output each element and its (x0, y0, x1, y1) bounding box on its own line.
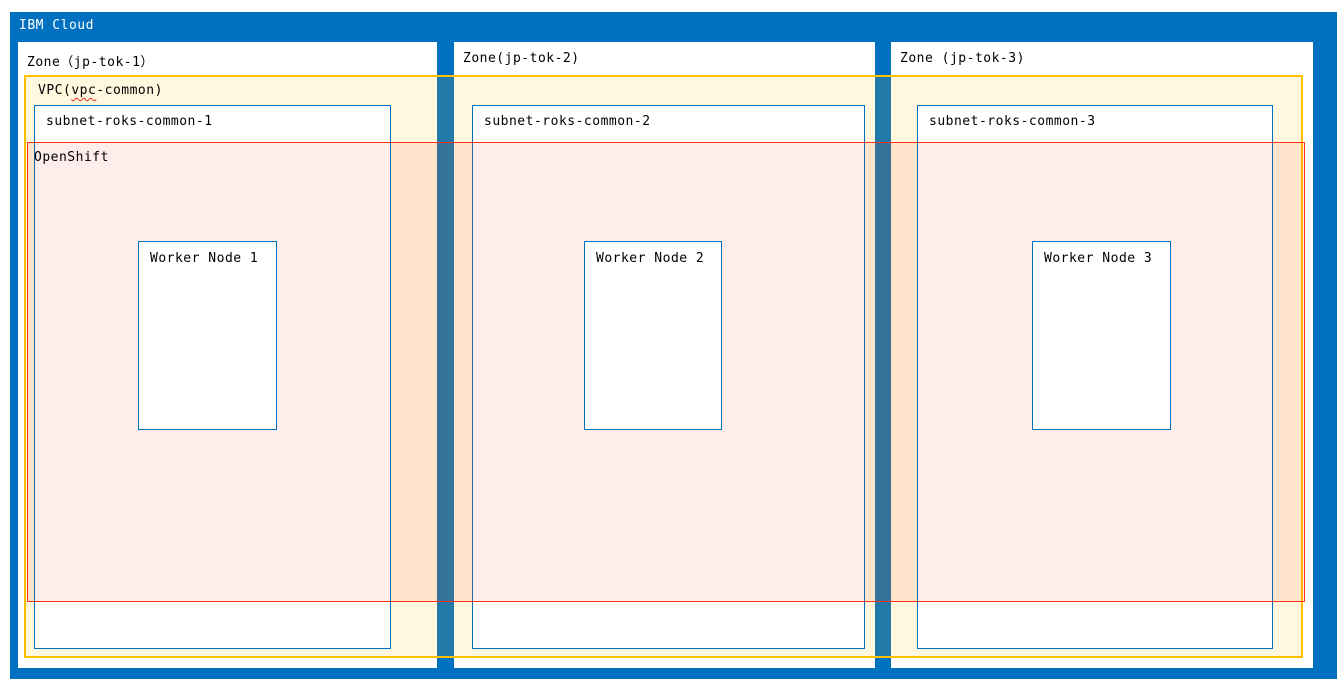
zone-label: Zone（jp-tok-1） (27, 55, 154, 70)
subnet-box-3: subnet-roks-common-3 (917, 105, 1273, 649)
worker-node-box-1: Worker Node 1 (138, 241, 277, 430)
vpc-label-spellcheck-squiggle: vpc (71, 83, 97, 98)
vpc-label: VPC(vpc-common) (38, 83, 163, 98)
vpc-label-prefix: VPC( (38, 83, 72, 98)
subnet-label: subnet-roks-common-3 (929, 114, 1096, 129)
ibm-cloud-label: IBM Cloud (19, 18, 94, 33)
vpc-label-suffix: -common) (96, 83, 163, 98)
subnet-label: subnet-roks-common-2 (484, 114, 651, 129)
openshift-label: OpenShift (34, 150, 109, 165)
worker-node-box-2: Worker Node 2 (584, 241, 722, 430)
subnet-label: subnet-roks-common-1 (46, 114, 213, 129)
worker-node-label: Worker Node 1 (150, 251, 259, 266)
worker-node-label: Worker Node 3 (1044, 251, 1153, 266)
worker-node-label: Worker Node 2 (596, 251, 705, 266)
zone-label: Zone (jp-tok-3) (900, 51, 1025, 66)
worker-node-box-3: Worker Node 3 (1032, 241, 1171, 430)
zone-label: Zone(jp-tok-2) (463, 51, 580, 66)
